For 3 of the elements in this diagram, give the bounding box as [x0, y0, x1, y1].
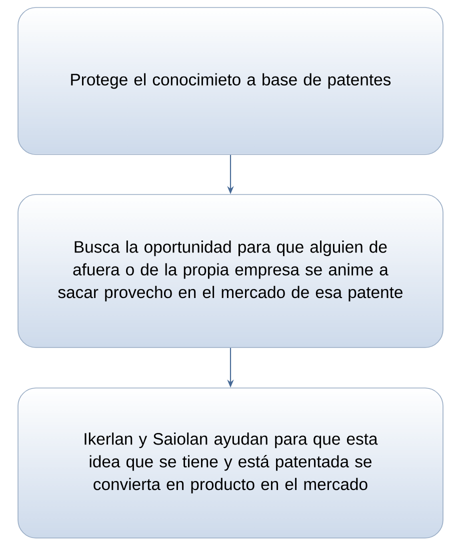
process-box: Ikerlan y Saiolan ayudan para que esta idea que se tiene y está patentada se convierta en producto en el mercado — [18, 388, 444, 538]
process-box: Busca la oportunidad para que alguien de afuera o de la propia empresa se anime a sacar provecho en el mercado de esa patente — [18, 194, 444, 348]
process-box: Protege el conocimieto a base de patentes — [18, 7, 444, 155]
